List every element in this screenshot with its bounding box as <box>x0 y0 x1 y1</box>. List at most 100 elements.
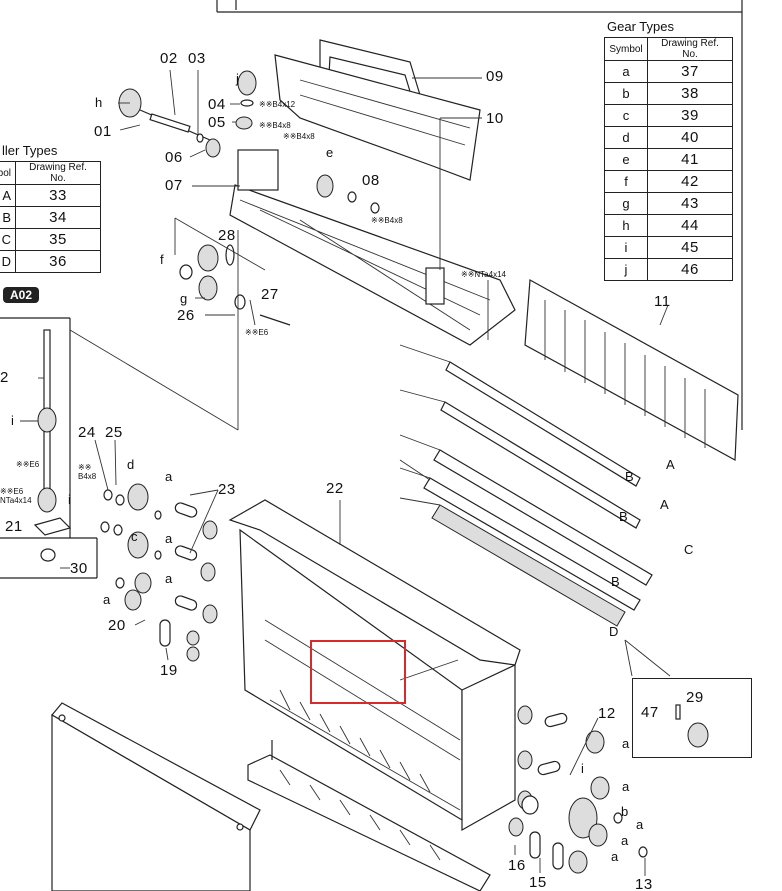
callout-25: 25 <box>105 424 123 441</box>
gear-symbol-cell: b <box>604 82 648 105</box>
table-header-row: mbol Drawing Ref. No. <box>0 161 101 185</box>
part-09-handle <box>274 39 481 181</box>
symbol-header: Symbol <box>604 37 648 61</box>
callout-letter-h: h <box>95 95 103 110</box>
callout-29: 29 <box>686 689 704 706</box>
roller-label-C: C <box>684 542 694 557</box>
callout-21: 21 <box>5 518 23 535</box>
part-11-guide <box>524 279 739 461</box>
left-shaft <box>0 317 98 579</box>
callout-08: 08 <box>362 172 380 189</box>
roller-label-B-2: B <box>619 509 629 524</box>
gear-symbol-cell: a <box>604 60 648 83</box>
gear-ref-cell: 46 <box>647 258 733 281</box>
gear-types-title: Gear Types <box>607 19 674 34</box>
callout-letter-a-3: a <box>165 571 173 586</box>
right-gear-cluster <box>508 705 648 874</box>
callout-letter-a-6: a <box>622 779 630 794</box>
gear-symbol-cell: e <box>604 148 648 171</box>
roller-types-title: ller Types <box>2 143 58 158</box>
roller-symbol-cell: A <box>0 184 16 207</box>
part-22-chassis <box>228 499 521 832</box>
roller-symbol-cell: C <box>0 228 16 251</box>
callout-23: 23 <box>218 481 236 498</box>
callout-letter-i-2: i <box>68 492 72 507</box>
gear-symbol-cell: f <box>604 170 648 193</box>
callout-letter-a-9: a <box>611 849 619 864</box>
callout-15: 15 <box>529 874 547 891</box>
detail-inset-box <box>632 678 752 758</box>
gear-symbol-cell: g <box>604 192 648 215</box>
gear-ref-cell: 45 <box>647 236 733 259</box>
callout-01: 01 <box>94 123 112 140</box>
callout-letter-a-4: a <box>103 592 111 607</box>
gear-symbol-cell: d <box>604 126 648 149</box>
highlight-box <box>310 640 406 704</box>
callout-letter-a-2: a <box>165 531 173 546</box>
callout-26: 26 <box>177 307 195 324</box>
screw-e6-a: ※※E6 <box>245 328 269 337</box>
gear-symbol-cell: c <box>604 104 648 127</box>
roller-ref-cell: 36 <box>15 250 101 273</box>
callout-06: 06 <box>165 149 183 166</box>
callout-letter-c: c <box>131 529 138 544</box>
callout-12: 12 <box>598 705 616 722</box>
callout-20: 20 <box>108 617 126 634</box>
callout-letter-d: d <box>127 457 135 472</box>
callout-24: 24 <box>78 424 96 441</box>
roller-symbol-cell: D <box>0 250 16 273</box>
callout-letter-i-3: i <box>581 761 585 776</box>
ref-header: Drawing Ref. No. <box>15 161 101 185</box>
gear-ref-cell: 39 <box>647 104 733 127</box>
callout-letter-e: e <box>326 145 334 160</box>
callout-16: 16 <box>508 857 526 874</box>
leader-lines <box>20 69 671 876</box>
roller-label-A-2: A <box>660 497 670 512</box>
callout-letter-b: b <box>621 804 629 819</box>
callout-09: 09 <box>486 68 504 85</box>
callout-letter-g: g <box>180 291 188 306</box>
screw-b4x8-b: ※※B4x8 <box>283 132 315 141</box>
callout-03: 03 <box>188 50 206 67</box>
left-gear-cluster <box>100 483 219 662</box>
gear-symbol-cell: i <box>604 236 648 259</box>
callout-04: 04 <box>208 96 226 113</box>
gears-f-g <box>174 217 291 326</box>
roller-symbol-cell: B <box>0 206 16 229</box>
gear-ref-cell: 43 <box>647 192 733 215</box>
roller-ref-cell: 34 <box>15 206 101 229</box>
roller-label-B-1: B <box>625 469 635 484</box>
callout-letter-a-7: a <box>636 817 644 832</box>
callout-letter-a-1: a <box>165 469 173 484</box>
roller-label-D: D <box>609 624 619 639</box>
lower-cover-left <box>51 702 261 891</box>
symbol-header: mbol <box>0 161 16 185</box>
callout-13: 13 <box>635 876 653 891</box>
gear-ref-cell: 42 <box>647 170 733 193</box>
callout-27: 27 <box>261 286 279 303</box>
roller-ref-cell: 35 <box>15 228 101 251</box>
callout-05: 05 <box>208 114 226 131</box>
callout-11: 11 <box>654 293 671 310</box>
roller-label-A-1: A <box>666 457 676 472</box>
rollers <box>399 344 653 627</box>
callout-07: 07 <box>165 177 183 194</box>
screw-b4x8-c: ※※B4x8 <box>371 216 403 225</box>
roller-label-B-3: B <box>611 574 621 589</box>
callout-19: 19 <box>160 662 178 679</box>
gear-ref-cell: 37 <box>647 60 733 83</box>
gear-symbol-cell: j <box>604 258 648 281</box>
callout-2: 2 <box>0 369 9 386</box>
gear-ref-cell: 38 <box>647 82 733 105</box>
callout-letter-f: f <box>160 252 165 267</box>
detail-gear-29 <box>675 704 709 748</box>
